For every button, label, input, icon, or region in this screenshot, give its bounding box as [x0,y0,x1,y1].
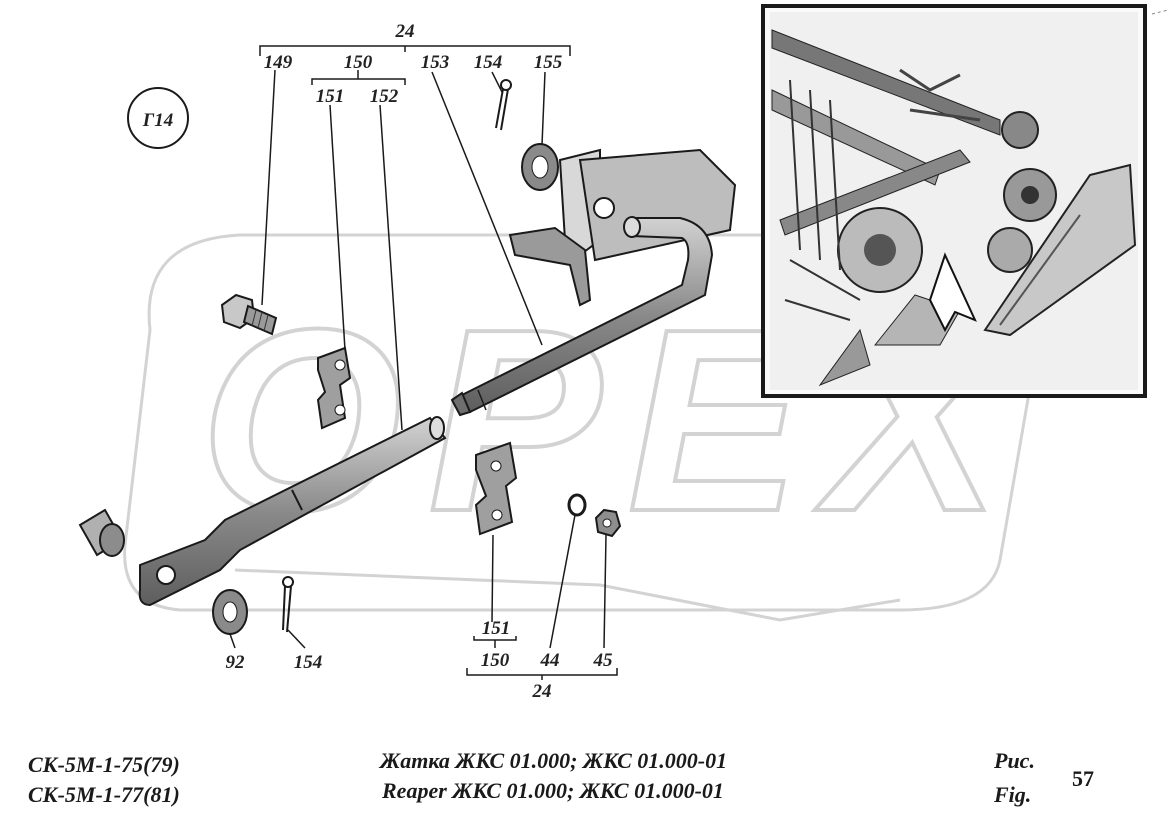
section-badge: Г14 [127,87,189,149]
callout-150-bottom: 150 [481,650,510,671]
callout-24-bottom: 24 [532,681,552,702]
callout-151-bottom: 151 [482,618,511,639]
clamp-plate-lower [474,441,518,536]
callout-152: 152 [370,86,399,107]
callout-labels: 24 149 150 151 152 153 154 155 92 154 15… [226,21,614,702]
section-badge-label: Г14 [142,110,173,131]
cotter-pin-bottom [282,576,294,633]
reaper-photo-inset [761,4,1147,398]
callout-153: 153 [421,52,450,73]
callout-45: 45 [593,650,614,671]
model-line-2: СК-5М-1-77(81) [28,782,180,807]
callout-149: 149 [264,52,293,73]
bent-rod-153 [450,216,714,417]
title-english: Reaper ЖКС 01.000; ЖКС 01.000-01 [382,778,724,803]
callout-44: 44 [540,650,560,671]
callout-150-top: 150 [344,52,373,73]
spring-washer-44 [567,493,587,517]
edge-mark [1151,9,1169,15]
callout-151-top: 151 [316,86,345,107]
callout-155: 155 [534,52,563,73]
title-russian: Жатка ЖКС 01.000; ЖКС 01.000-01 [380,748,728,773]
washer-92 [212,589,248,635]
model-line-1: СК-5М-1-75(79) [28,752,180,777]
figure-number: 57 [1072,766,1094,791]
leader-lines [229,45,618,680]
fig-label-english: Fig. [994,782,1032,807]
callout-92: 92 [226,652,246,673]
nut-45 [594,508,622,538]
fig-label-russian: Рис. [994,748,1035,773]
long-shaft-152 [138,416,447,607]
bushing [78,508,125,557]
bolt-149 [220,293,278,336]
callout-154-bottom: 154 [294,652,323,673]
clamp-plate-upper [316,346,352,430]
callout-24-top: 24 [395,21,415,42]
cotter-pin-top [495,79,512,131]
washer-155 [521,143,559,191]
callout-154-top: 154 [474,52,503,73]
